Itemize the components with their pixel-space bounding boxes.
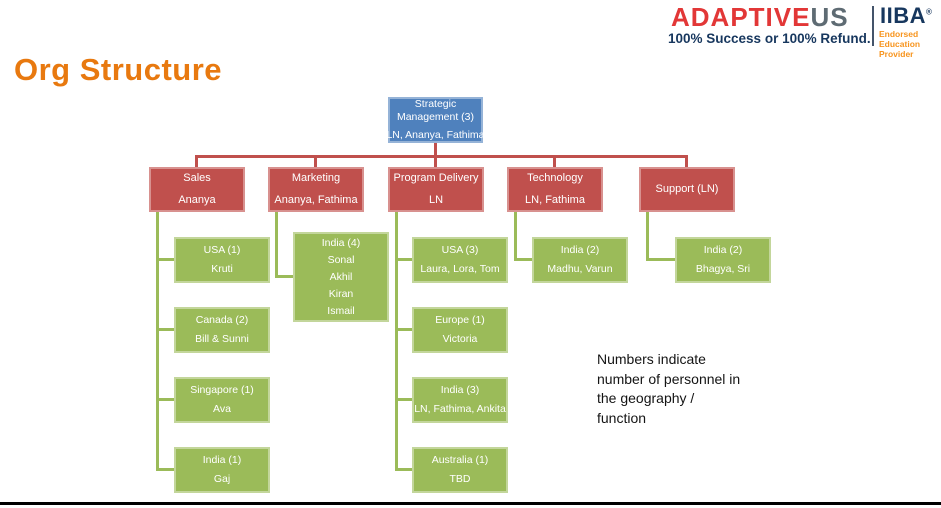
connector-sales-elbow-3 — [156, 398, 174, 401]
registered-mark: ® — [926, 7, 933, 17]
org-node-support: Support (LN) — [639, 167, 735, 212]
connector-rail — [195, 155, 688, 158]
org-node-support-india: India (2) Bhagya, Sri — [675, 237, 771, 283]
connector-sales-elbow-1 — [156, 258, 174, 261]
org-node-sales: Sales Ananya — [149, 167, 245, 212]
connector-technology-elbow-1 — [514, 258, 532, 261]
org-node-marketing-india: India (4) Sonal Akhil Kiran Ismail — [293, 232, 389, 322]
org-node-technology-india: India (2) Madhu, Varun — [532, 237, 628, 283]
connector-marketing-spine — [275, 212, 278, 278]
adaptiveus-logo-us: US — [810, 2, 849, 32]
org-node-marketing: Marketing Ananya, Fathima — [268, 167, 364, 212]
org-node-program-delivery-europe: Europe (1) Victoria — [412, 307, 508, 353]
connector-drop-program-delivery — [434, 155, 437, 167]
org-node-sales-usa: USA (1) Kruti — [174, 237, 270, 283]
connector-program-delivery-spine — [395, 212, 398, 470]
connector-drop-marketing — [314, 155, 317, 167]
connector-program-delivery-elbow-4 — [395, 468, 412, 471]
org-node-program-delivery: Program Delivery LN — [388, 167, 484, 212]
brand-tagline: 100% Success or 100% Refund. — [668, 31, 871, 46]
connector-sales-elbow-2 — [156, 328, 174, 331]
connector-support-elbow-1 — [646, 258, 675, 261]
org-node-strategic-management: Strategic Management (3) LN, Ananya, Fat… — [386, 97, 485, 143]
connector-marketing-elbow-1 — [275, 275, 293, 278]
adaptiveus-logo: ADAPTIVEUS — [671, 2, 849, 33]
connector-sales-elbow-4 — [156, 468, 174, 471]
iiba-endorsed-label: Endorsed Education Provider — [879, 29, 921, 59]
connector-drop-technology — [553, 155, 556, 167]
connector-sales-spine — [156, 212, 159, 470]
org-node-sales-india: India (1) Gaj — [174, 447, 270, 493]
org-node-program-delivery-usa: USA (3) Laura, Lora, Tom — [412, 237, 508, 283]
org-node-sales-singapore: Singapore (1) Ava — [174, 377, 270, 423]
connector-program-delivery-elbow-3 — [395, 398, 412, 401]
connector-technology-spine — [514, 212, 517, 260]
page-title: Org Structure — [14, 52, 223, 87]
connector-root-stem — [434, 143, 437, 155]
org-node-technology: Technology LN, Fathima — [507, 167, 603, 212]
org-node-sales-canada: Canada (2) Bill & Sunni — [174, 307, 270, 353]
bottom-bar — [0, 502, 941, 505]
connector-program-delivery-elbow-2 — [395, 328, 412, 331]
org-node-program-delivery-australia: Australia (1) TBD — [412, 447, 508, 493]
connector-program-delivery-elbow-1 — [395, 258, 412, 261]
iiba-logo: IIBA® — [880, 3, 933, 28]
connector-drop-sales — [195, 155, 198, 167]
logo-divider — [872, 6, 874, 46]
org-node-program-delivery-india: India (3) LN, Fathima, Ankita — [412, 377, 508, 423]
adaptiveus-logo-adaptive: ADAPTIVE — [671, 2, 811, 32]
note-text: Numbers indicate number of personnel in … — [597, 351, 741, 426]
connector-support-spine — [646, 212, 649, 260]
connector-drop-support — [685, 155, 688, 167]
